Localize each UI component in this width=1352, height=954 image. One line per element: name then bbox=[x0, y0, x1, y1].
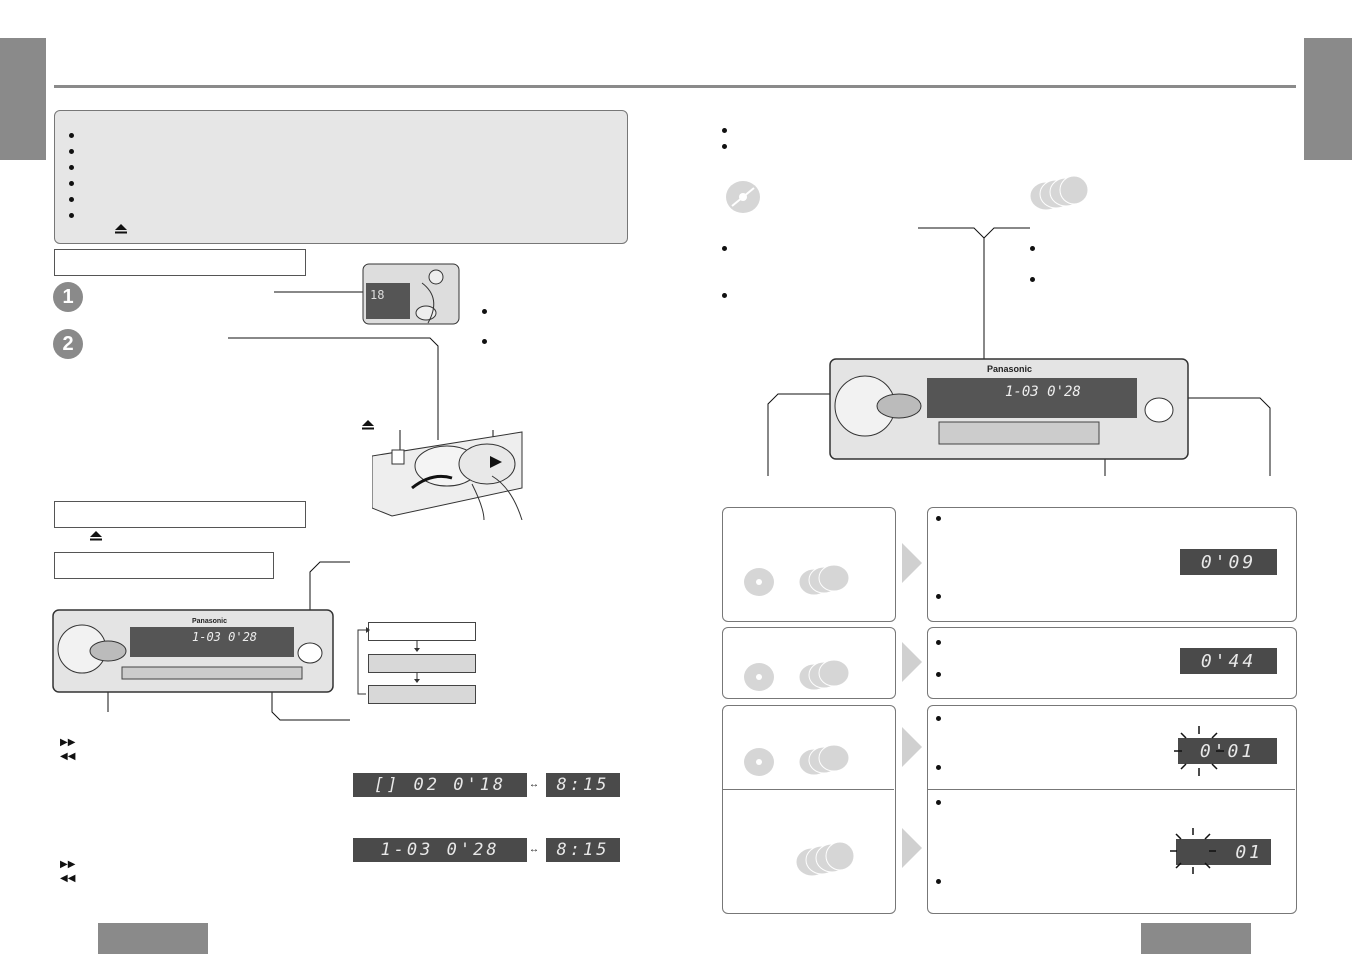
page-number-box-left bbox=[98, 923, 208, 954]
arrow-right-icon bbox=[902, 727, 922, 767]
cd-icon bbox=[744, 663, 774, 691]
rewind-icon: ◀◀ bbox=[60, 873, 76, 884]
notes-box bbox=[54, 110, 628, 244]
lcd-clock: 8:15 bbox=[546, 773, 620, 797]
brand-logo: Panasonic bbox=[192, 618, 227, 625]
disc-insert-illustration bbox=[372, 431, 523, 520]
note-bullet bbox=[936, 800, 941, 805]
lcd-changer-time: 1-03 0'28 bbox=[353, 838, 527, 862]
eject-icon bbox=[115, 224, 127, 234]
cd-changer-icon bbox=[1029, 175, 1088, 211]
head-unit-illustration: 1-03 0'28 Panasonic bbox=[52, 609, 334, 693]
note-bullet bbox=[1030, 246, 1035, 251]
mode-box bbox=[368, 685, 476, 704]
mode-cycle-arrows bbox=[357, 627, 420, 695]
cd-icon bbox=[726, 181, 760, 213]
feature-detail-box bbox=[927, 627, 1297, 699]
note-bullet bbox=[69, 165, 74, 170]
step-number-1: 1 bbox=[53, 282, 83, 312]
fast-forward-icon: ▶▶ bbox=[60, 737, 76, 748]
divider bbox=[722, 789, 894, 790]
blink-rays-icon bbox=[1174, 726, 1224, 776]
note-bullet bbox=[936, 672, 941, 677]
section-heading-box bbox=[54, 501, 306, 528]
svg-text:18: 18 bbox=[370, 288, 384, 302]
note-bullet bbox=[936, 765, 941, 770]
cd-icon bbox=[744, 568, 774, 596]
note-bullet bbox=[482, 309, 487, 314]
eject-icon bbox=[362, 420, 374, 430]
feature-label-box bbox=[722, 507, 896, 622]
unit-closeup-illustration: 18 bbox=[362, 263, 460, 325]
lcd-elapsed-time: 0'09 bbox=[1180, 549, 1277, 575]
lcd-elapsed-time: 0'44 bbox=[1180, 648, 1277, 674]
note-bullet bbox=[722, 144, 727, 149]
brand-logo: Panasonic bbox=[987, 364, 1032, 374]
note-bullet bbox=[69, 133, 74, 138]
note-bullet bbox=[69, 181, 74, 186]
note-bullet bbox=[936, 716, 941, 721]
note-bullet bbox=[936, 594, 941, 599]
step-number-2: 2 bbox=[53, 329, 83, 359]
divider bbox=[927, 789, 1295, 790]
note-bullet bbox=[482, 339, 487, 344]
head-unit-illustration: 1-03 0'28 Panasonic bbox=[829, 358, 1189, 460]
note-bullet bbox=[69, 197, 74, 202]
arrow-right-icon bbox=[902, 828, 922, 868]
cd-icon bbox=[744, 748, 774, 776]
cd-changer-icon bbox=[798, 744, 850, 776]
note-bullet bbox=[1030, 277, 1035, 282]
blink-rays-icon bbox=[1170, 828, 1216, 874]
unit-display-text: 1-03 0'28 bbox=[192, 630, 257, 644]
note-bullet bbox=[936, 879, 941, 884]
note-bullet bbox=[936, 516, 941, 521]
note-bullet bbox=[69, 213, 74, 218]
lcd-blinking-time: 0'01 bbox=[1178, 738, 1277, 764]
page-number-box-right bbox=[1141, 923, 1251, 954]
note-bullet bbox=[69, 149, 74, 154]
rewind-icon: ◀◀ bbox=[60, 751, 76, 762]
toggle-arrow-icon: ↔ bbox=[529, 844, 539, 855]
right-edge-tab bbox=[1304, 38, 1352, 160]
section-heading-box bbox=[54, 249, 306, 276]
lcd-cd-time: [] 02 0'18 bbox=[353, 773, 527, 797]
feature-label-box bbox=[722, 705, 896, 914]
unit-display-text: 1-03 0'28 bbox=[1005, 384, 1081, 400]
eject-icon bbox=[90, 531, 102, 541]
note-bullet bbox=[722, 246, 727, 251]
cd-changer-icon bbox=[798, 564, 850, 596]
arrow-right-icon bbox=[902, 642, 922, 682]
mode-box bbox=[368, 654, 476, 673]
cd-changer-icon bbox=[795, 841, 855, 877]
lcd-clock: 8:15 bbox=[546, 838, 620, 862]
section-heading-box bbox=[54, 552, 274, 579]
note-bullet bbox=[722, 293, 727, 298]
note-bullet bbox=[722, 128, 727, 133]
cd-changer-icon bbox=[798, 659, 850, 691]
feature-detail-box bbox=[927, 705, 1297, 914]
mode-box bbox=[368, 622, 476, 641]
note-bullet bbox=[936, 640, 941, 645]
fast-forward-icon: ▶▶ bbox=[60, 859, 76, 870]
arrow-right-icon bbox=[902, 543, 922, 583]
left-edge-tab bbox=[0, 38, 46, 160]
toggle-arrow-icon: ↔ bbox=[529, 779, 539, 790]
header-rule bbox=[54, 85, 1296, 88]
